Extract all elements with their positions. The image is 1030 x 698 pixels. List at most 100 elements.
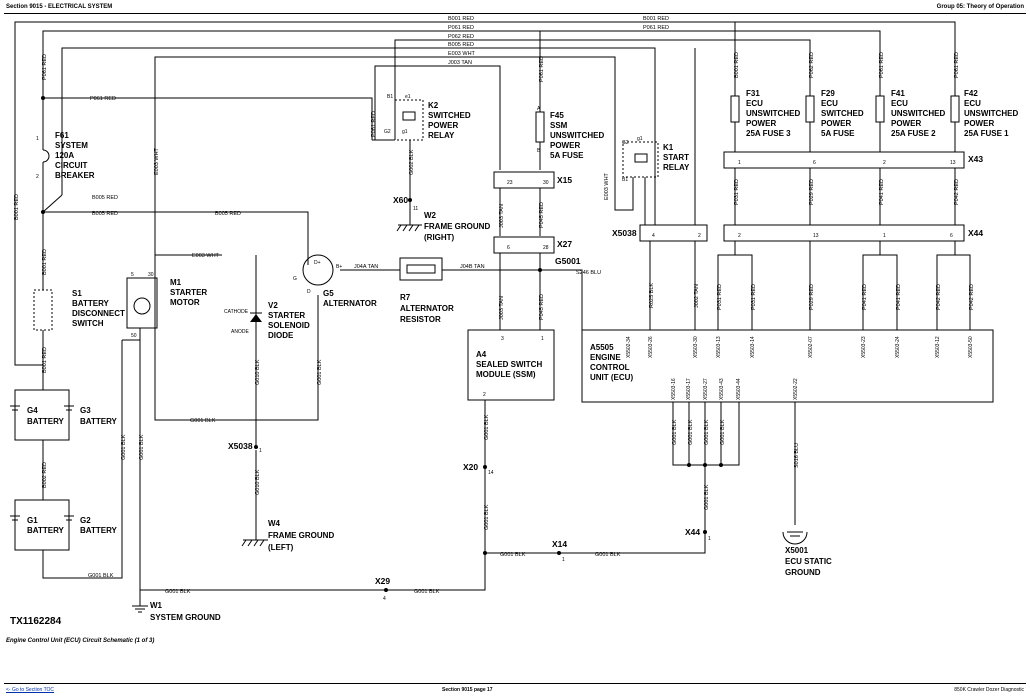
- svg-text:F41: F41: [891, 89, 905, 98]
- svg-text:POWER: POWER: [821, 119, 851, 128]
- svg-text:FRAME GROUND: FRAME GROUND: [268, 531, 334, 540]
- w2-ground-symbol: [396, 224, 422, 232]
- svg-text:6: 6: [950, 233, 953, 239]
- svg-text:X5503-23: X5503-23: [861, 336, 867, 358]
- wire-label: B005 RED: [92, 195, 118, 201]
- svg-text:B1: B1: [387, 94, 393, 100]
- svg-text:ECU: ECU: [964, 99, 981, 108]
- svg-text:CATHODE: CATHODE: [224, 309, 249, 315]
- wire-label: E003 WHT: [448, 51, 476, 57]
- svg-text:4: 4: [383, 596, 386, 602]
- svg-text:(RIGHT): (RIGHT): [424, 233, 455, 242]
- svg-text:SEALED SWITCH: SEALED SWITCH: [476, 360, 542, 369]
- wire-label: G001 BLK: [500, 552, 526, 558]
- svg-text:1: 1: [883, 233, 886, 239]
- top-bus-wires: [14, 21, 956, 255]
- svg-text:B001 RED: B001 RED: [42, 347, 48, 373]
- g2-label: G2: [80, 516, 91, 525]
- a4-label: A4 SEALED SWITCH MODULE (SSM): [476, 350, 542, 379]
- x5038-connector-dot: [254, 445, 258, 449]
- svg-text:BREAKER: BREAKER: [55, 171, 95, 180]
- svg-text:F42: F42: [964, 89, 978, 98]
- svg-text:A: A: [537, 106, 541, 112]
- svg-text:P061 RED: P061 RED: [539, 56, 545, 82]
- svg-text:J003 TAN: J003 TAN: [499, 204, 505, 228]
- svg-text:(LEFT): (LEFT): [268, 543, 294, 552]
- svg-text:ECU: ECU: [746, 99, 763, 108]
- svg-text:G001 BLK: G001 BLK: [688, 419, 694, 445]
- svg-text:G001 BLK: G001 BLK: [704, 419, 710, 445]
- svg-text:J002 TAN: J002 TAN: [694, 284, 700, 308]
- g5001-label: G5001: [555, 256, 581, 266]
- svg-text:SSM: SSM: [550, 121, 568, 130]
- svg-text:P029 RED: P029 RED: [809, 284, 815, 310]
- svg-text:2: 2: [698, 233, 701, 239]
- svg-text:S016 BLU: S016 BLU: [794, 443, 800, 468]
- svg-text:P029 RED: P029 RED: [809, 179, 815, 205]
- wire-label: G001 BLK: [165, 589, 191, 595]
- f45-label: F45 SSM UNSWITCHED POWER 5A FUSE: [550, 111, 604, 160]
- svg-text:STARTER: STARTER: [268, 311, 305, 320]
- svg-text:G001 BLK: G001 BLK: [139, 434, 145, 460]
- w2-label: W2 FRAME GROUND (RIGHT): [424, 211, 490, 242]
- g4-label: G4: [27, 406, 38, 415]
- svg-text:P062 RED: P062 RED: [809, 52, 815, 78]
- svg-text:2: 2: [483, 392, 486, 398]
- svg-text:25A FUSE 2: 25A FUSE 2: [891, 129, 936, 138]
- f31-label: F31 ECU UNSWITCHED POWER 25A FUSE 3: [746, 89, 800, 138]
- x43-connector: [723, 151, 965, 169]
- x44-connector: [723, 224, 965, 242]
- svg-text:SWITCHED: SWITCHED: [821, 109, 864, 118]
- svg-text:X5503-27: X5503-27: [703, 378, 709, 400]
- svg-text:23: 23: [507, 180, 513, 186]
- svg-text:1: 1: [259, 448, 262, 454]
- svg-text:S1: S1: [72, 289, 82, 298]
- v2-starter-solenoid-diode: [250, 255, 262, 540]
- svg-text:ANODE: ANODE: [231, 329, 249, 335]
- wire-label: G001 BLK: [595, 552, 621, 558]
- wire-label: G001 BLK: [190, 418, 216, 424]
- svg-text:SWITCHED: SWITCHED: [428, 111, 471, 120]
- svg-text:5A FUSE: 5A FUSE: [821, 129, 855, 138]
- svg-text:W2: W2: [424, 211, 437, 220]
- w1-ground-symbol: [132, 590, 148, 613]
- wire-label: J04B TAN: [460, 264, 485, 270]
- s1-label: S1 BATTERY DISCONNECT SWITCH: [72, 289, 125, 328]
- wire-label: B005 RED: [92, 211, 118, 217]
- k2-relay: [372, 99, 424, 225]
- svg-text:X5503-44: X5503-44: [736, 378, 742, 400]
- svg-text:POWER: POWER: [964, 119, 994, 128]
- a5505-label: A5505 ENGINE CONTROL UNIT (ECU): [590, 343, 633, 382]
- svg-text:G001 BLK: G001 BLK: [672, 419, 678, 445]
- w1-label: W1: [150, 601, 163, 610]
- wire-label: B005 RED: [448, 42, 474, 48]
- svg-text:RELAY: RELAY: [663, 163, 690, 172]
- svg-text:G5: G5: [323, 289, 334, 298]
- svg-text:X5001: X5001: [785, 546, 809, 555]
- wire-label: B001 RED: [643, 16, 669, 22]
- svg-text:P031 RED: P031 RED: [734, 179, 740, 205]
- svg-text:P041 RED: P041 RED: [879, 179, 885, 205]
- svg-text:g1: g1: [637, 136, 643, 142]
- m1-starter-motor: [122, 254, 319, 590]
- svg-text:G: G: [293, 276, 297, 282]
- svg-text:UNSWITCHED: UNSWITCHED: [746, 109, 800, 118]
- svg-text:G001 BLK: G001 BLK: [484, 504, 490, 530]
- svg-text:X5503-13: X5503-13: [716, 336, 722, 358]
- svg-text:P045 RED: P045 RED: [539, 202, 545, 228]
- f29-label: F29 ECU SWITCHED POWER 5A FUSE: [821, 89, 864, 138]
- svg-text:G001 BLK: G001 BLK: [484, 414, 490, 440]
- left-power-circuit: [14, 45, 373, 579]
- w1-sub: SYSTEM GROUND: [150, 613, 221, 622]
- svg-text:G001 BLK: G001 BLK: [317, 359, 323, 385]
- g5-label: G5 ALTERNATOR: [323, 289, 377, 308]
- svg-text:P042 RED: P042 RED: [936, 284, 942, 310]
- go-to-section-toc-link[interactable]: <- Go to Section TOC: [6, 687, 55, 693]
- svg-text:X5503-14: X5503-14: [750, 336, 756, 358]
- figure-id: TX1162284: [10, 616, 62, 627]
- svg-text:A5505: A5505: [590, 343, 614, 352]
- wire-label: B001 RED: [448, 16, 474, 22]
- svg-text:CONTROL: CONTROL: [590, 363, 630, 372]
- svg-text:SYSTEM: SYSTEM: [55, 141, 88, 150]
- svg-text:K1: K1: [663, 143, 674, 152]
